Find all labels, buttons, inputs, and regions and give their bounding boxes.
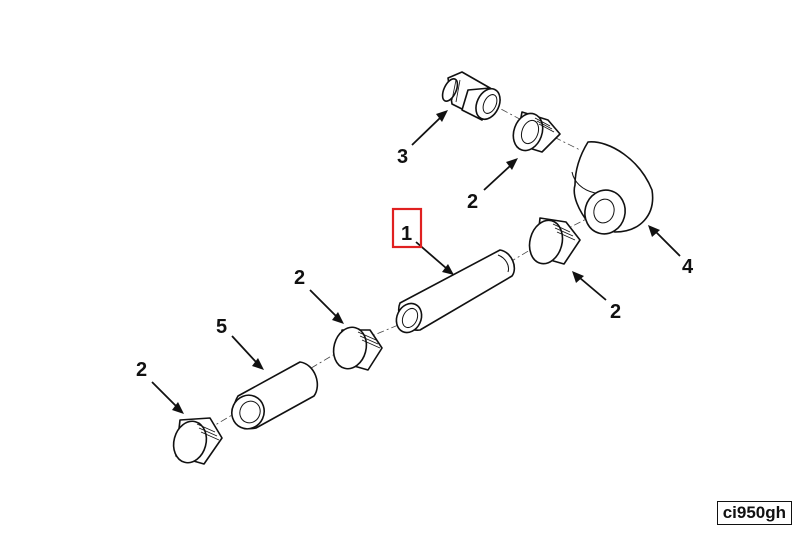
part-2-clamp-lower-left (172, 417, 223, 465)
part-1-tube (395, 249, 516, 334)
leader-2-upper (483, 158, 518, 191)
callout-5: 5 (216, 316, 227, 338)
leader-2-lower-left (151, 381, 184, 414)
part-2-clamp-right (528, 217, 581, 265)
part-3-fitting (441, 71, 501, 121)
leader-4 (648, 225, 681, 257)
callout-2-right: 2 (610, 301, 621, 323)
callout-1: 1 (401, 223, 412, 245)
callout-1-highlight-box (391, 207, 423, 249)
figure-id-label: ci950gh (716, 501, 792, 525)
leader-2-right (572, 271, 607, 301)
leader-5 (231, 335, 264, 370)
leader-3 (411, 110, 448, 146)
callout-4: 4 (682, 256, 694, 278)
callout-2-middle-left: 2 (294, 267, 305, 289)
part-2-clamp-upper (512, 111, 561, 153)
part-5-straight-hose (231, 361, 319, 430)
part-2-clamp-middle-left (332, 326, 383, 371)
leader-2-middle-left (309, 289, 344, 324)
callout-2-upper: 2 (467, 191, 478, 213)
part-4-elbow-hose (571, 141, 654, 235)
callout-2-lower-left: 2 (136, 359, 147, 381)
callout-3: 3 (397, 146, 408, 168)
